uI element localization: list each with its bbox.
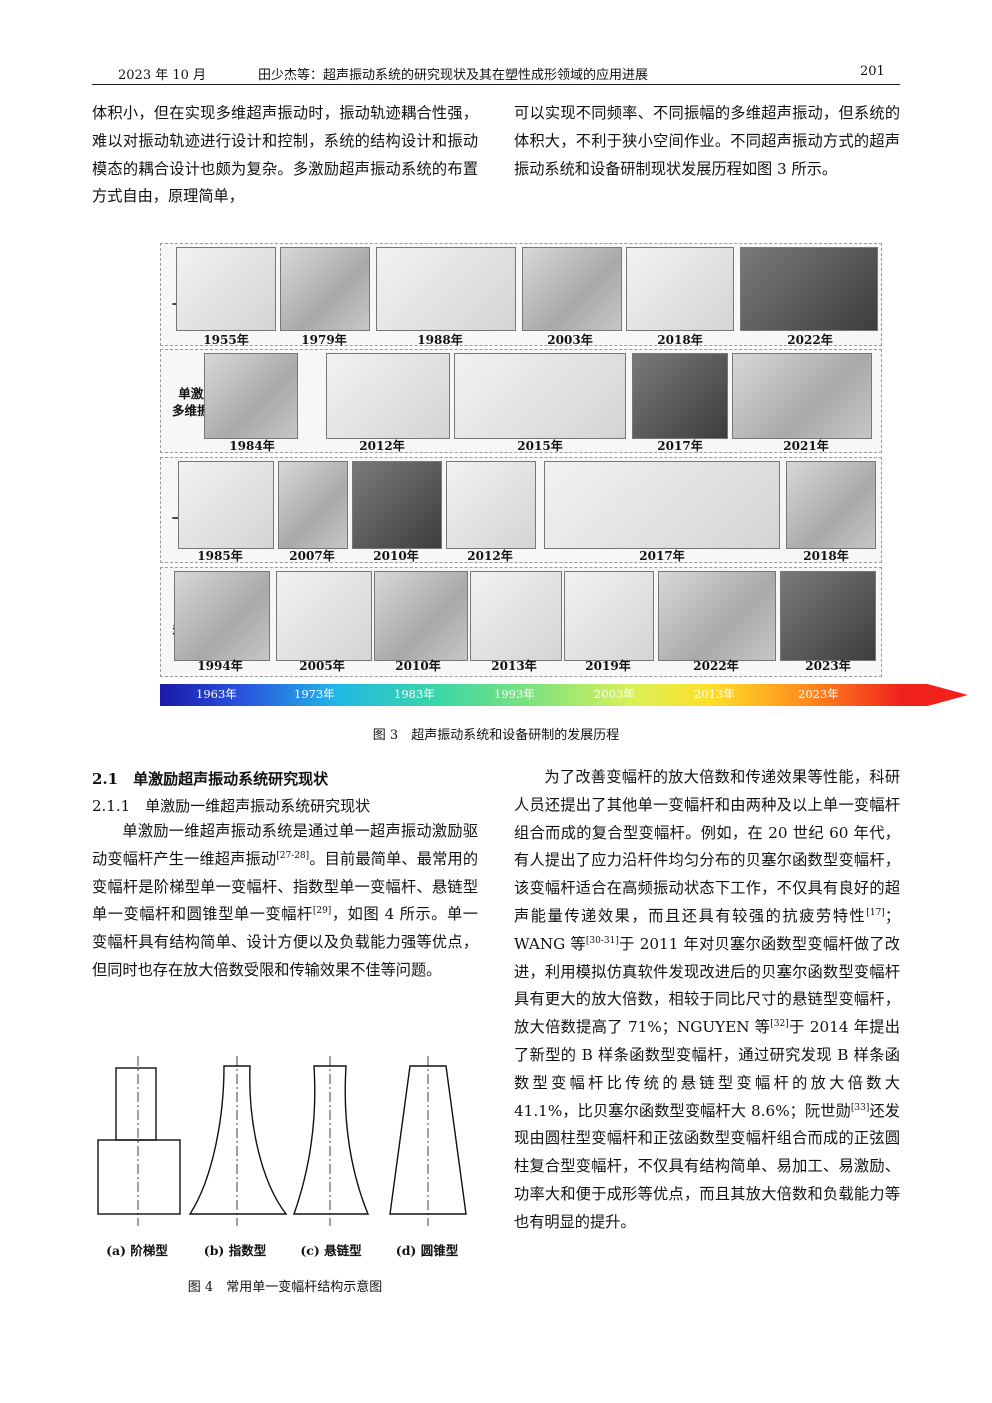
photo-2012 — [326, 353, 450, 439]
citation[interactable]: [17] — [866, 907, 885, 918]
timeline-arrow — [160, 684, 968, 706]
year-label: 1979年 — [301, 333, 347, 347]
photo-2018 — [626, 247, 734, 331]
year-label: 1955年 — [203, 333, 249, 347]
horn-exponential — [188, 1065, 288, 1215]
timeline-tick: 1973年 — [294, 687, 335, 701]
figure-4-label-b: (b) 指数型 — [203, 1243, 267, 1258]
timeline-tick: 1983年 — [394, 687, 435, 701]
figure-4-diagram — [97, 1056, 467, 1226]
year-label: 2010年 — [395, 659, 441, 673]
year-label: 2022年 — [693, 659, 739, 673]
year-label: 2017年 — [639, 549, 685, 563]
year-label: 1994年 — [197, 659, 243, 673]
timeline-tick: 2013年 — [694, 687, 735, 701]
year-label: 1985年 — [197, 549, 243, 563]
horn-catenary — [293, 1065, 370, 1215]
photo-2023 — [780, 571, 876, 661]
photo-2022 — [740, 247, 878, 331]
year-label: 2019年 — [585, 659, 631, 673]
citation[interactable]: [30-31] — [585, 935, 619, 946]
citation[interactable]: [33] — [850, 1102, 870, 1113]
citation[interactable]: [32] — [770, 1019, 789, 1030]
year-label: 2022年 — [787, 333, 833, 347]
photo-2015 — [454, 353, 626, 439]
photo-2018b — [786, 461, 876, 549]
figure-3-caption: 图 3 超声振动系统和设备研制的发展历程 — [372, 728, 620, 743]
timeline-tick: 1963年 — [196, 687, 237, 701]
section-heading: 2.1 单激励超声振动系统研究现状 — [92, 770, 329, 788]
top-right-paragraph: 可以实现不同频率、不同振幅的多维超声振动，但系统的体积大，不利于狭小空间作业。不… — [514, 104, 900, 178]
year-label: 2012年 — [467, 549, 513, 563]
year-label: 2005年 — [299, 659, 345, 673]
figure-4-label-a: (a) 阶梯型 — [106, 1243, 168, 1258]
photo-2003 — [522, 247, 622, 331]
photo-2021 — [732, 353, 872, 439]
photo-2007 — [278, 461, 348, 549]
horn-stepped-large — [97, 1139, 181, 1215]
left-body-paragraph: 单激励一维超声振动系统是通过单一超声振动激励驱动变幅杆产生一维超声振动[27-2… — [92, 822, 479, 979]
year-label: 2021年 — [783, 439, 829, 453]
year-label: 2018年 — [657, 333, 703, 347]
photo-1979 — [280, 247, 370, 331]
year-label: 1984年 — [229, 439, 275, 453]
photo-2010b — [374, 571, 468, 661]
photo-2010 — [352, 461, 442, 549]
year-label: 2023年 — [805, 659, 851, 673]
timeline-tick: 2003年 — [594, 687, 635, 701]
photo-2013 — [470, 571, 562, 661]
photo-1985 — [178, 461, 274, 549]
running-title: 田少杰等：超声振动系统的研究现状及其在塑性成形领域的应用进展 — [258, 68, 649, 83]
photo-1988 — [376, 247, 516, 331]
year-label: 2015年 — [517, 439, 563, 453]
photo-2019 — [564, 571, 654, 661]
citation[interactable]: [27-28] — [276, 850, 310, 861]
header-rule — [92, 84, 900, 85]
year-label: 2010年 — [373, 549, 419, 563]
figure-4-label-c: (c) 悬链型 — [300, 1243, 362, 1258]
figure-4-caption: 图 4 常用单一变幅杆结构示意图 — [187, 1280, 383, 1295]
horn-stepped-small — [115, 1067, 157, 1141]
year-label: 2003年 — [547, 333, 593, 347]
year-label: 2007年 — [289, 549, 335, 563]
right-body-paragraph: 为了改善变幅杆的放大倍数和传递效果等性能，科研人员还提出了其他单一变幅杆和由两种… — [514, 768, 900, 1231]
page-number: 201 — [860, 64, 885, 79]
year-label: 2017年 — [657, 439, 703, 453]
header-date: 2023 年 10 月 — [118, 68, 207, 83]
timeline-tick: 1993年 — [494, 687, 535, 701]
horn-conical — [389, 1065, 467, 1215]
year-label: 1988年 — [417, 333, 463, 347]
year-label: 2012年 — [359, 439, 405, 453]
year-label: 2013年 — [491, 659, 537, 673]
year-label: 2018年 — [803, 549, 849, 563]
photo-2005 — [276, 571, 372, 661]
photo-2017b — [544, 461, 780, 549]
figure-3-timeline: 单激励一维振动 1955年 1979年 1988年 2003年 2018年 20… — [160, 243, 882, 678]
top-left-paragraph: 体积小，但在实现多维超声振动时，振动轨迹耦合性强，难以对振动轨迹进行设计和控制，… — [92, 104, 478, 206]
photo-1955 — [176, 247, 276, 331]
timeline-tick: 2023年 — [798, 687, 839, 701]
figure-4-label-d: (d) 圆锥型 — [395, 1243, 459, 1258]
photo-2012b — [446, 461, 536, 549]
subsection-heading: 2.1.1 单激励一维超声振动系统研究现状 — [92, 797, 371, 815]
photo-2017 — [632, 353, 728, 439]
photo-2022b — [658, 571, 776, 661]
photo-1994 — [174, 571, 270, 661]
photo-1984 — [204, 353, 298, 439]
citation[interactable]: [29] — [312, 906, 332, 917]
